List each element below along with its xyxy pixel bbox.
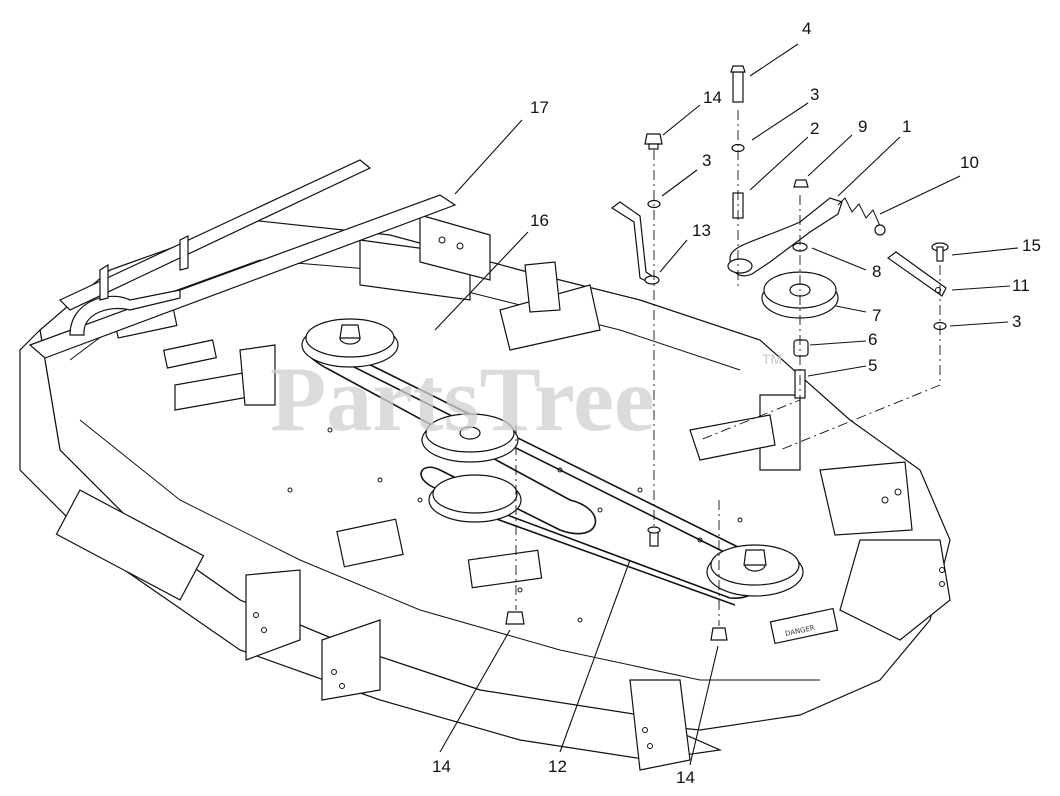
callout-16: 16 xyxy=(530,211,549,230)
callout-1: 1 xyxy=(902,117,911,136)
callout-4: 4 xyxy=(802,19,811,38)
front-bumper-rail xyxy=(28,159,457,359)
spindle-pulley-left xyxy=(301,318,399,368)
callout-labels: 4 3 14 2 9 1 17 3 10 16 13 15 8 11 7 3 6… xyxy=(432,19,1041,787)
callout-12: 12 xyxy=(548,757,567,776)
callout-9: 9 xyxy=(858,117,867,136)
callout-3: 3 xyxy=(810,85,819,104)
spindle-pulley-right xyxy=(706,544,804,597)
watermark-text: PartsTree xyxy=(270,348,655,450)
guard-rod xyxy=(610,201,660,285)
mower-deck-housing: DANGER xyxy=(19,214,951,771)
callout-3: 3 xyxy=(702,151,711,170)
callout-14: 14 xyxy=(703,88,722,107)
callout-8: 8 xyxy=(872,262,881,281)
callout-3: 3 xyxy=(1012,312,1021,331)
flange-nut-14-top xyxy=(644,133,663,150)
callout-10: 10 xyxy=(960,153,979,172)
callout-17: 17 xyxy=(530,98,549,117)
callout-11: 11 xyxy=(1012,276,1030,295)
carriage-bolt-12 xyxy=(647,526,661,547)
idler-arm-assembly xyxy=(699,65,949,451)
callout-14: 14 xyxy=(676,768,695,787)
watermark-trademark: TM xyxy=(762,351,782,367)
flange-nut-14-bottom-left xyxy=(505,425,525,625)
callout-14: 14 xyxy=(432,757,451,776)
callout-13: 13 xyxy=(692,221,711,240)
callout-7: 7 xyxy=(872,306,881,325)
callout-2: 2 xyxy=(810,119,819,138)
callout-5: 5 xyxy=(868,356,877,375)
spindle-pulley-center xyxy=(421,413,522,523)
partstree-watermark: PartsTree TM xyxy=(270,348,782,450)
flange-nut-14-bottom-right xyxy=(710,500,728,641)
danger-decal: DANGER xyxy=(769,607,839,645)
callout-leaders xyxy=(434,43,1019,766)
callout-15: 15 xyxy=(1022,236,1041,255)
callout-6: 6 xyxy=(868,330,877,349)
